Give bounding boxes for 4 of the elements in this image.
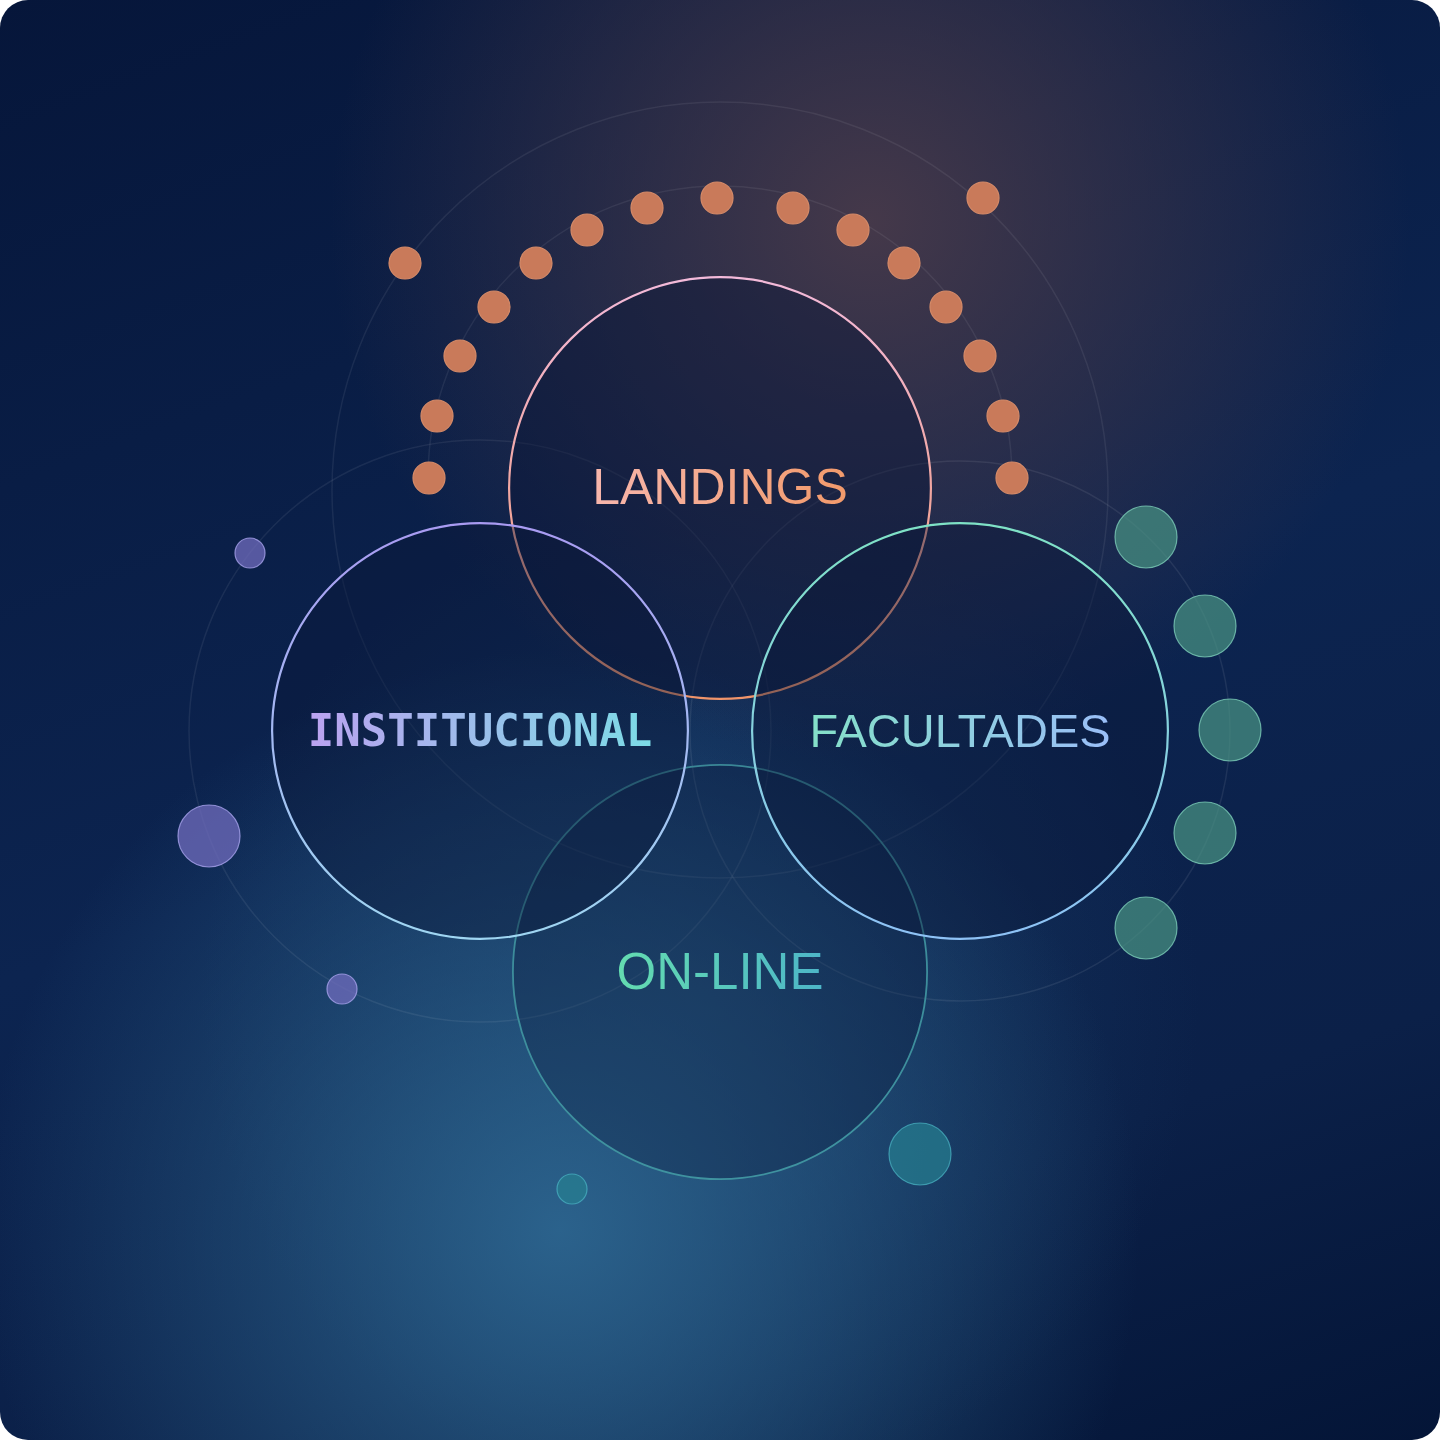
venn-circle xyxy=(508,276,932,700)
venn-circle xyxy=(512,764,928,1180)
venn-circle xyxy=(751,522,1169,940)
venn-circle xyxy=(271,522,689,940)
